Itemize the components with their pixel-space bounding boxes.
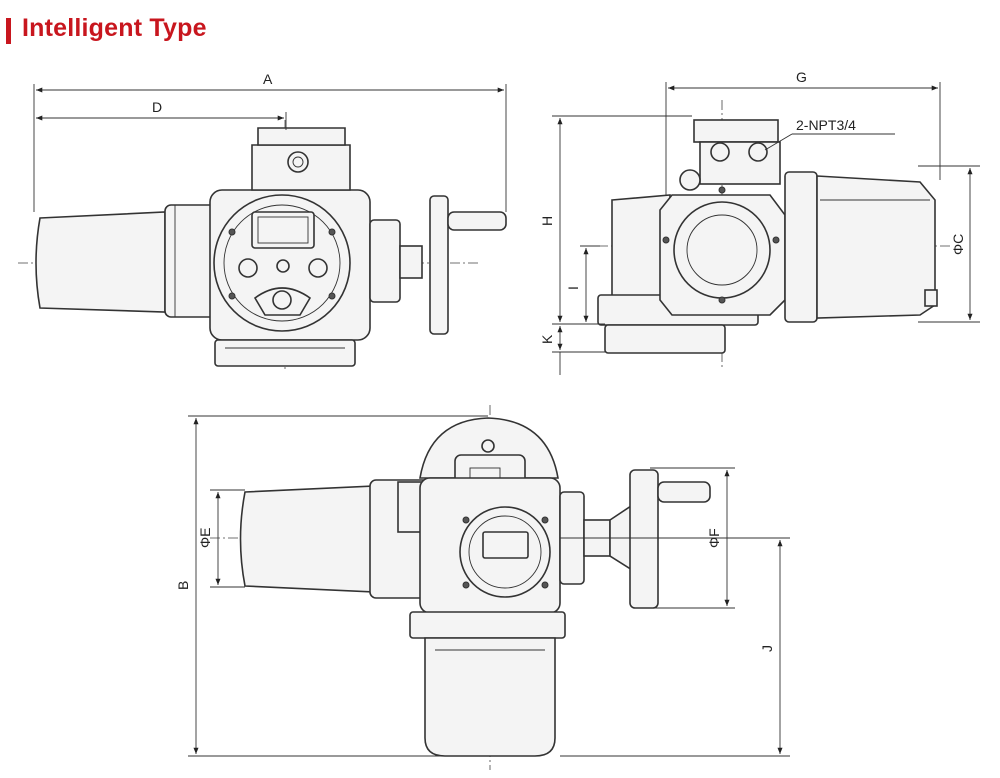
dim-label-K: K <box>539 334 555 344</box>
dim-H: H <box>539 115 692 322</box>
title-accent-bar <box>6 18 11 44</box>
dim-D: D <box>36 99 287 130</box>
dim-J: J <box>560 537 790 757</box>
dim-G: G <box>665 69 941 196</box>
dim-label-E: ΦE <box>197 527 213 548</box>
callout-port: 2-NPT3/4 <box>764 117 895 151</box>
callout-port-label: 2-NPT3/4 <box>796 117 856 133</box>
dim-B: B <box>175 415 488 757</box>
front-view <box>18 120 507 370</box>
dim-label-A: A <box>263 71 273 87</box>
dim-E: ΦE <box>197 489 245 588</box>
dim-label-B: B <box>175 581 191 590</box>
page-title: Intelligent Type <box>22 14 207 42</box>
side-view <box>580 100 950 370</box>
dim-K: K <box>539 323 605 375</box>
dim-label-D: D <box>152 99 162 115</box>
dim-label-I: I <box>565 286 581 290</box>
dim-label-J: J <box>759 645 775 652</box>
dim-I: I <box>565 245 600 322</box>
dim-label-C: ΦC <box>950 234 966 255</box>
dim-label-G: G <box>796 69 807 85</box>
dim-label-H: H <box>539 216 555 226</box>
dim-A: A <box>33 71 507 212</box>
dim-C: ΦC <box>918 165 980 323</box>
top-view <box>210 405 770 770</box>
